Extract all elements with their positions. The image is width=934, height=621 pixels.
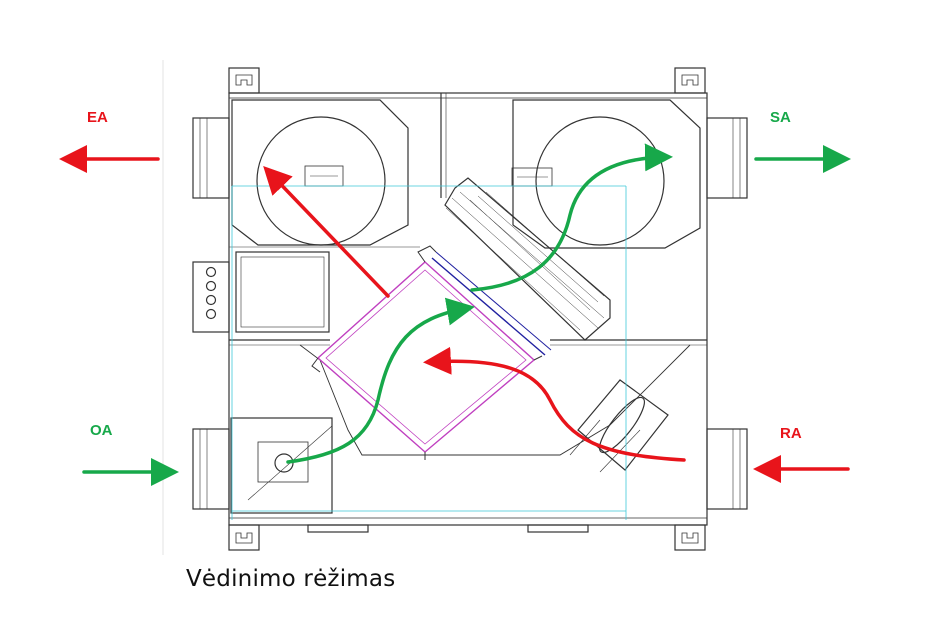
label-oa: OA — [90, 422, 113, 439]
unit-housing — [192, 67, 748, 551]
label-ea: EA — [87, 109, 108, 126]
supply-air-flow — [470, 143, 673, 292]
guide-lines — [231, 185, 627, 520]
exhaust-air-flow — [263, 165, 390, 298]
label-ra: RA — [780, 425, 802, 442]
airflow-arrows — [59, 143, 851, 486]
return-air-flow — [423, 346, 686, 462]
diagram-caption: Vėdinimo rėžimas — [186, 566, 396, 592]
heat-exchanger — [311, 245, 552, 460]
outdoor-air-flow — [286, 297, 475, 464]
label-sa: SA — [770, 109, 791, 126]
